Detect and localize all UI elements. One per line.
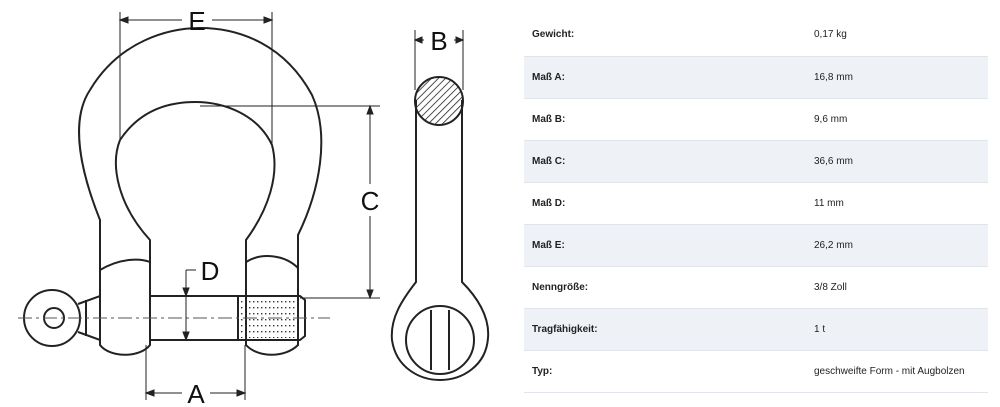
spec-value: 0,17 kg (814, 14, 988, 57)
spec-key: Maß D: (524, 182, 814, 225)
spec-key: Maß A: (524, 56, 814, 99)
spec-key: Gewicht: (524, 14, 814, 57)
spec-value: 9,6 mm (814, 98, 988, 141)
spec-value: geschweifte Form - mit Augbolzen (814, 350, 988, 393)
spec-row-mass-e: Maß E:26,2 mm (524, 224, 988, 267)
dimension-b (413, 30, 465, 90)
spec-row-mass-b: Maß B:9,6 mm (524, 98, 988, 141)
spec-key: Tragfähigkeit: (524, 308, 814, 351)
spec-row-typ: Typ:geschweifte Form - mit Augbolzen (524, 350, 988, 393)
spec-value: 11 mm (814, 182, 988, 225)
dimension-label-b: B (430, 26, 447, 56)
shackle-side-view (390, 100, 490, 382)
dimension-label-d: D (201, 256, 220, 286)
spec-row-mass-a: Maß A:16,8 mm (524, 56, 988, 99)
spec-row-mass-c: Maß C:36,6 mm (524, 140, 988, 183)
shackle-technical-drawing: E C D A B (18, 6, 490, 407)
spec-key: Maß C: (524, 140, 814, 183)
spec-key: Maß E: (524, 224, 814, 267)
spec-row-nenngroesse: Nenngröße:3/8 Zoll (524, 266, 988, 309)
spec-value: 1 t (814, 308, 988, 351)
dimension-a (144, 345, 247, 400)
spec-row-gewicht: Gewicht:0,17 kg (524, 14, 988, 57)
dimension-e (118, 12, 274, 145)
spec-value: 26,2 mm (814, 224, 988, 267)
dimension-label-c: C (361, 186, 380, 216)
dimension-c (200, 104, 380, 300)
spec-value: 3/8 Zoll (814, 266, 988, 309)
dimension-d (182, 269, 196, 342)
spec-row-tragfaehigkeit: Tragfähigkeit:1 t (524, 308, 988, 351)
spec-value: 36,6 mm (814, 140, 988, 183)
spec-table: Gewicht:0,17 kg Maß A:16,8 mm Maß B:9,6 … (524, 14, 988, 393)
side-view-section (414, 76, 464, 126)
spec-row-mass-d: Maß D:11 mm (524, 182, 988, 225)
dimension-label-a: A (187, 379, 205, 407)
spec-key: Nenngröße: (524, 266, 814, 309)
spec-value: 16,8 mm (814, 56, 988, 99)
spec-key: Maß B: (524, 98, 814, 141)
spec-key: Typ: (524, 350, 814, 393)
dimension-label-e: E (188, 6, 205, 36)
